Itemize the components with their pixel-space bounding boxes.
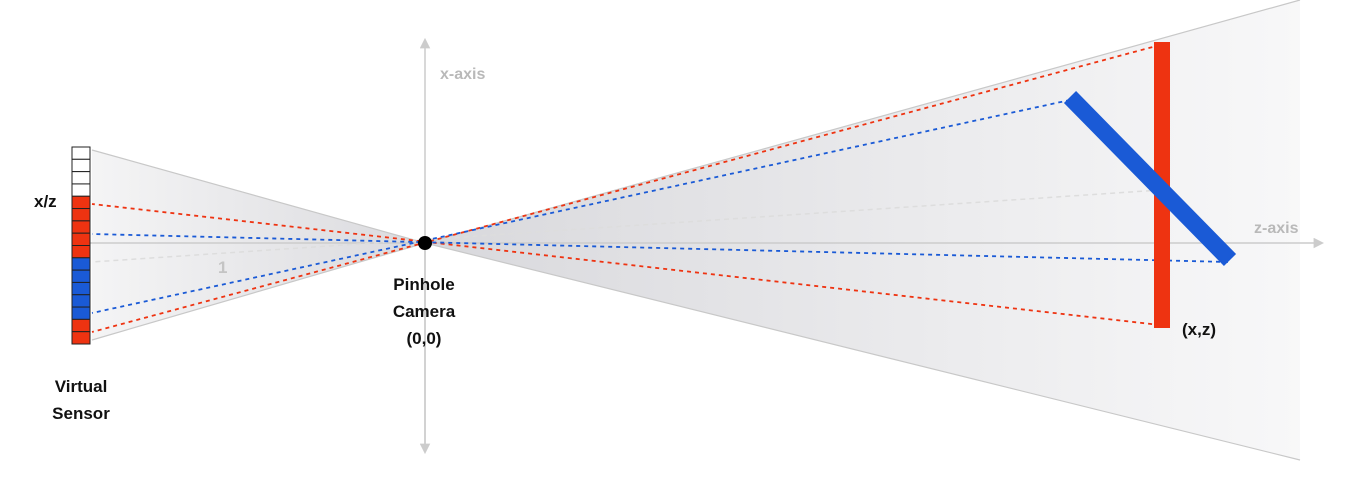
- sensor-pixel-red: [71, 245, 91, 259]
- sensor-pixel-red: [71, 208, 91, 222]
- sensor-pixel-blue: [71, 306, 91, 320]
- sensor-pixel-red: [71, 232, 91, 247]
- camera-label-line3: (0,0): [407, 329, 442, 348]
- virtual-sensor: [71, 146, 91, 345]
- red-ray-bottom: [91, 203, 1161, 326]
- sensor-pixel-white: [71, 146, 91, 160]
- gray-projection-ray: [91, 189, 1161, 263]
- sensor-label-line2: Sensor: [52, 404, 110, 423]
- frustum-edge-bottom: [424, 242, 1301, 461]
- sensor-pixel-blue: [71, 294, 91, 308]
- sensor-pixel-red: [71, 195, 91, 210]
- sensor-label-line1: Virtual: [55, 377, 108, 396]
- sensor-pixel-white: [71, 183, 91, 197]
- red-ray-top: [91, 44, 1161, 333]
- camera-label-line1: Pinhole: [393, 275, 454, 294]
- blue-object-bar: [1063, 91, 1237, 266]
- point-label: (x,z): [1182, 320, 1216, 339]
- sensor-pixel-blue: [71, 257, 91, 271]
- x-axis-label: x-axis: [440, 66, 485, 83]
- sensor-pixel-white: [71, 158, 91, 173]
- blue-ray-bottom: [91, 233, 1229, 263]
- z-axis-label: z-axis: [1254, 220, 1299, 237]
- sensor-pixel-red: [71, 220, 91, 234]
- sensor-pixel-blue: [71, 269, 91, 283]
- sensor-pixel-white: [71, 171, 91, 185]
- pinhole-dot: [418, 236, 432, 250]
- frustum-edge-left-bottom: [91, 242, 426, 341]
- x-over-z-label: x/z: [34, 192, 57, 211]
- sensor-pixel-red: [71, 331, 91, 345]
- sensor-pixel-blue: [71, 281, 91, 296]
- frustum-left: [92, 150, 425, 340]
- blue-ray-top: [91, 99, 1071, 314]
- sensor-pixel-red: [71, 318, 91, 333]
- unit-distance-label: 1: [218, 258, 227, 277]
- camera-label-line2: Camera: [393, 302, 456, 321]
- frustum-edge-left-top: [91, 149, 426, 244]
